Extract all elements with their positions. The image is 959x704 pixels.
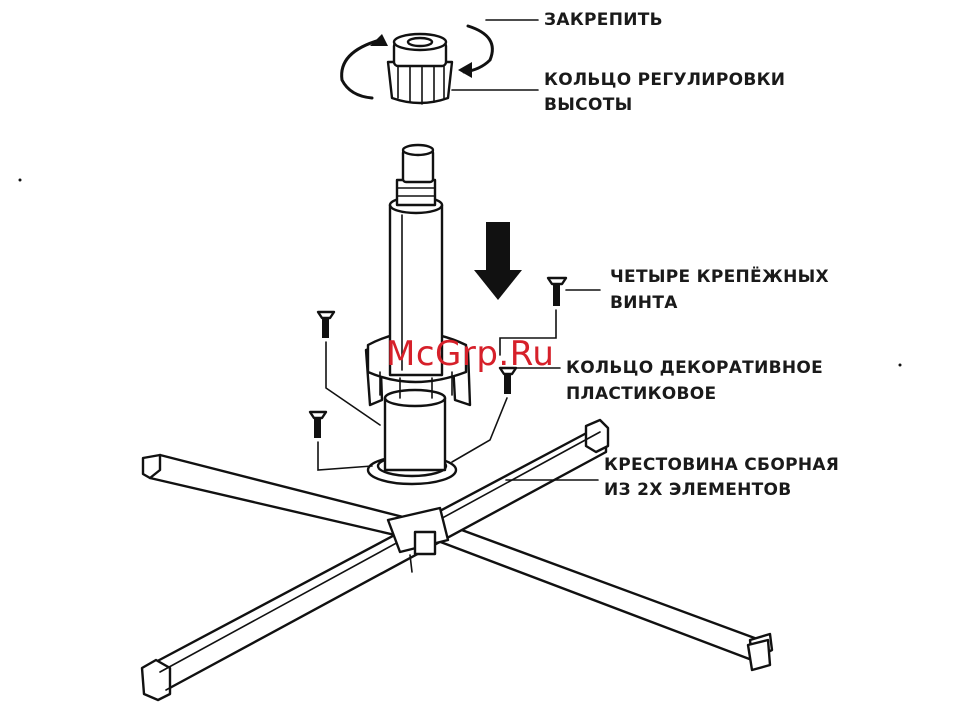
label-crosspiece-2: ИЗ 2Х ЭЛЕМЕНТОВ [604, 479, 792, 502]
label-fix: ЗАКРЕПИТЬ [544, 9, 663, 32]
screw-1 [318, 312, 334, 338]
label-height-ring-1: КОЛЬЦО РЕГУЛИРОВКИ [544, 69, 785, 92]
label-deco-ring-1: КОЛЬЦО ДЕКОРАТИВНОЕ [566, 357, 823, 380]
label-screws-2: ВИНТА [610, 292, 678, 315]
watermark: McGrp.Ru [386, 334, 554, 374]
screw-3 [310, 412, 326, 438]
height-adjust-ring [342, 26, 493, 104]
label-screws-1: ЧЕТЫРЕ КРЕПЁЖНЫХ [610, 266, 829, 289]
down-arrow [474, 222, 522, 300]
label-height-ring-2: ВЫСОТЫ [544, 94, 633, 117]
label-deco-ring-2: ПЛАСТИКОВОЕ [566, 383, 716, 406]
label-crosspiece-1: КРЕСТОВИНА СБОРНАЯ [604, 454, 839, 477]
screw-2 [548, 278, 566, 306]
